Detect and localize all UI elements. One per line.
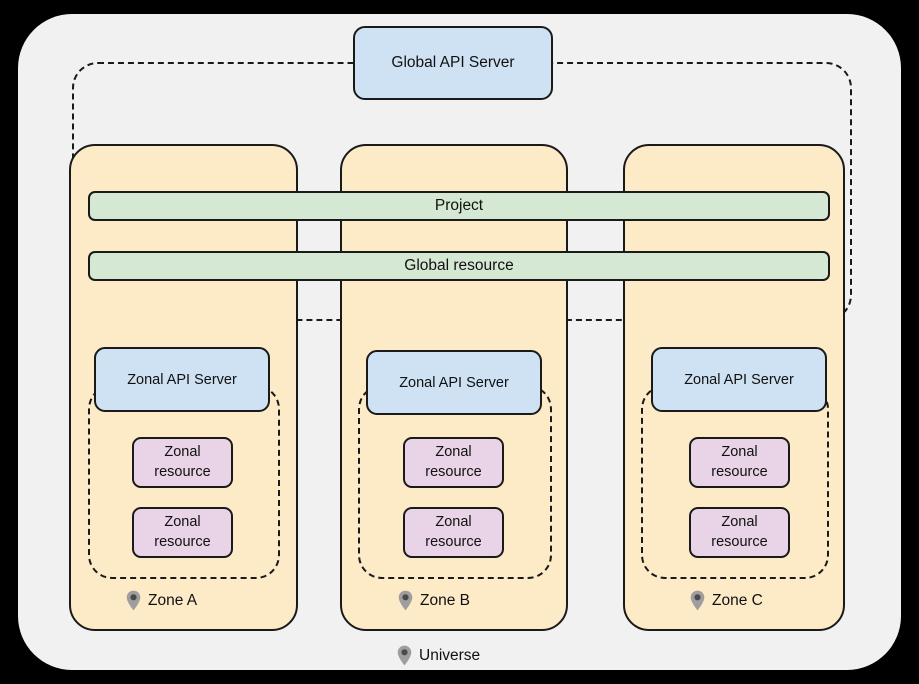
universe-label: Universe [397,645,480,666]
zonal-resource-line1: Zonal [435,444,472,461]
zonal-api-server-node-b[interactable]: Zonal API Server [366,350,542,415]
map-pin-icon [690,590,705,611]
zonal-resource-line1: Zonal [435,514,472,531]
zonal-resource-line2: resource [154,463,211,480]
map-pin-icon [126,590,141,611]
global-bar-global-resource[interactable]: Global resource [88,251,830,281]
zonal-resource-line1: Zonal [721,514,758,531]
zone-label-c: Zone C [690,590,763,611]
zonal-resource-line2: resource [425,533,482,550]
zone-label-text: Zone A [148,591,198,609]
zone-label-a: Zone A [126,590,197,611]
global-api-server-node[interactable]: Global API Server [353,26,553,100]
zonal-api-server-node-a[interactable]: Zonal API Server [94,347,270,412]
global-bar-project[interactable]: Project [88,191,830,221]
zone-label-text: Zone B [420,591,470,609]
zonal-resource-line2: resource [711,533,768,550]
zonal-resource-b-1[interactable]: Zonal resource [403,437,504,488]
zonal-api-server-node-c[interactable]: Zonal API Server [651,347,827,412]
zonal-resource-line2: resource [154,533,211,550]
map-pin-icon [398,590,413,611]
universe-label-text: Universe [419,646,481,664]
zonal-resource-line1: Zonal [721,444,758,461]
zonal-resource-c-1[interactable]: Zonal resource [689,437,790,488]
zonal-resource-a-2[interactable]: Zonal resource [132,507,233,558]
zonal-resource-line2: resource [425,463,482,480]
zone-label-text: Zone C [712,591,763,609]
zonal-resource-c-2[interactable]: Zonal resource [689,507,790,558]
zonal-resource-line1: Zonal [164,444,201,461]
zonal-resource-a-1[interactable]: Zonal resource [132,437,233,488]
map-pin-icon [397,645,412,666]
zone-label-b: Zone B [398,590,470,611]
zonal-resource-line2: resource [711,463,768,480]
zonal-resource-line1: Zonal [164,514,201,531]
zonal-resource-b-2[interactable]: Zonal resource [403,507,504,558]
